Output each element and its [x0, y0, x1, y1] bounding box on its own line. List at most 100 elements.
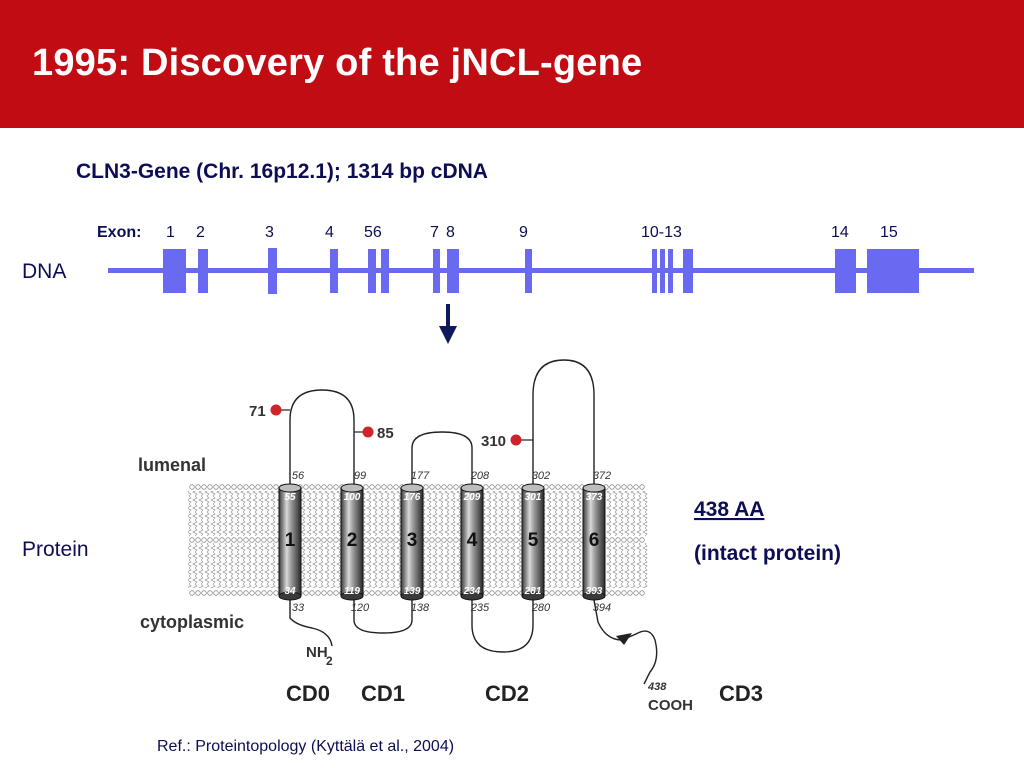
- helix-bottom-residue: 34: [284, 586, 296, 597]
- exon-block: [835, 249, 856, 293]
- helix-6: 6 373 393 372 394: [582, 470, 611, 614]
- helix-number: 2: [347, 530, 358, 551]
- protein-status: (intact protein): [694, 542, 841, 565]
- exon-label: 9: [519, 224, 528, 241]
- residue-above: 56: [292, 470, 305, 482]
- exon-block: [198, 249, 208, 293]
- loop-l3: [532, 359, 595, 485]
- cln3-diagram: CLN3-Gene (Chr. 16p12.1); 1314 bp cDNA D…: [22, 160, 974, 755]
- exon-prefix: Exon:: [97, 224, 141, 241]
- helix-4: 4 209 234 208 235: [460, 470, 490, 614]
- n-terminal-tail: [289, 600, 333, 647]
- residue-above: 177: [411, 470, 430, 482]
- helix-2: 2 100 119 99 120: [340, 470, 370, 614]
- exon-block: [268, 248, 277, 294]
- exon-block: [163, 249, 186, 293]
- residue-below: 394: [593, 602, 611, 614]
- exon-block: [867, 249, 919, 293]
- helix-number: 6: [589, 530, 600, 551]
- exon-label: 1: [166, 224, 175, 241]
- exon-label: 7: [430, 224, 439, 241]
- protein-length: 438 AA: [694, 498, 764, 521]
- exon-block: [525, 249, 532, 293]
- exon-label: 15: [880, 224, 898, 241]
- glyco-site-310: 310: [481, 433, 506, 450]
- domain-cd1: CD1: [361, 681, 405, 706]
- residue-below: 120: [351, 602, 370, 614]
- residue-above: 372: [593, 470, 611, 482]
- glyco-dot-310: [510, 434, 522, 446]
- dna-line: [108, 268, 974, 273]
- exon-label: 2: [196, 224, 205, 241]
- exon-block: [330, 249, 338, 293]
- carboxy-terminus: COOH: [648, 697, 693, 714]
- glyco-dot-71: [270, 404, 282, 416]
- exon-label: 3: [265, 224, 274, 241]
- helix-number: 1: [285, 530, 296, 551]
- exon-block: [447, 249, 459, 293]
- residue-above: 302: [532, 470, 550, 482]
- reference-citation: Ref.: Proteintopology (Kyttälä et al., 2…: [157, 738, 454, 755]
- exon-block: [433, 249, 440, 293]
- helix-top-residue: 209: [463, 492, 481, 503]
- helix-1: 1 55 34 56 33: [278, 470, 305, 614]
- helix-top-residue: 100: [344, 492, 361, 503]
- amino-terminus: NH: [306, 644, 328, 661]
- loop-l2: [411, 431, 473, 485]
- glycosylation-sites: 71 85 310: [249, 403, 533, 450]
- down-arrow-icon: [439, 304, 457, 344]
- glyco-site-85: 85: [377, 425, 394, 442]
- exon-block: [660, 249, 665, 293]
- helix-bottom-residue: 119: [344, 586, 360, 597]
- helix-top-residue: 301: [525, 492, 542, 503]
- helix-bottom-residue: 234: [463, 586, 481, 597]
- helix-top-residue: 176: [404, 492, 421, 503]
- cytoplasmic-label: cytoplasmic: [140, 612, 244, 632]
- residue-below: 235: [470, 602, 490, 614]
- helix-number: 3: [407, 530, 418, 551]
- residue-below: 138: [411, 602, 430, 614]
- c-tail-arrowhead: [616, 633, 632, 645]
- exon-block: [683, 249, 693, 293]
- glyco-site-71: 71: [249, 403, 266, 420]
- exon-block: [668, 249, 673, 293]
- helix-number: 4: [467, 530, 478, 551]
- loop-l1: [289, 389, 355, 485]
- slide-title: 1995: Discovery of the jNCL-gene: [32, 42, 643, 84]
- gene-subtitle: CLN3-Gene (Chr. 16p12.1); 1314 bp cDNA: [76, 160, 488, 183]
- dna-track: [108, 248, 974, 294]
- helix-bottom-residue: 281: [524, 586, 542, 597]
- residue-above: 208: [470, 470, 490, 482]
- exon-block: [368, 249, 376, 293]
- protein-row-label: Protein: [22, 538, 89, 561]
- residue-below: 280: [531, 602, 551, 614]
- residue-above: 99: [354, 470, 366, 482]
- exon-block: [652, 249, 657, 293]
- exon-label: 56: [364, 224, 382, 241]
- loop-c2: [471, 600, 534, 653]
- helix-number: 5: [528, 530, 539, 551]
- exon-label: 10-13: [641, 224, 682, 241]
- lumenal-label: lumenal: [138, 455, 206, 475]
- domain-cd2: CD2: [485, 681, 529, 706]
- helix-bottom-residue: 139: [404, 586, 421, 597]
- loop-c1: [353, 600, 413, 634]
- domain-cd3: CD3: [719, 681, 763, 706]
- transmembrane-helices: 1553456332100119991203176139177138420923…: [278, 470, 611, 614]
- residue-below: 33: [292, 602, 305, 614]
- glyco-dot-85: [362, 426, 374, 438]
- exon-label: 8: [446, 224, 455, 241]
- c-terminal-tail: [593, 599, 658, 685]
- exon-label: 4: [325, 224, 334, 241]
- helix-top-residue: 373: [586, 492, 603, 503]
- helix-5: 5 301 281 302 280: [521, 470, 551, 614]
- helix-top-residue: 55: [284, 492, 296, 503]
- amino-terminus-subscript: 2: [326, 654, 333, 668]
- exon-label: 14: [831, 224, 849, 241]
- title-banner: 1995: Discovery of the jNCL-gene: [0, 0, 1024, 128]
- helix-bottom-residue: 393: [586, 586, 603, 597]
- exon-block: [381, 249, 389, 293]
- domain-cd0: CD0: [286, 681, 330, 706]
- protein-loops: [289, 359, 658, 685]
